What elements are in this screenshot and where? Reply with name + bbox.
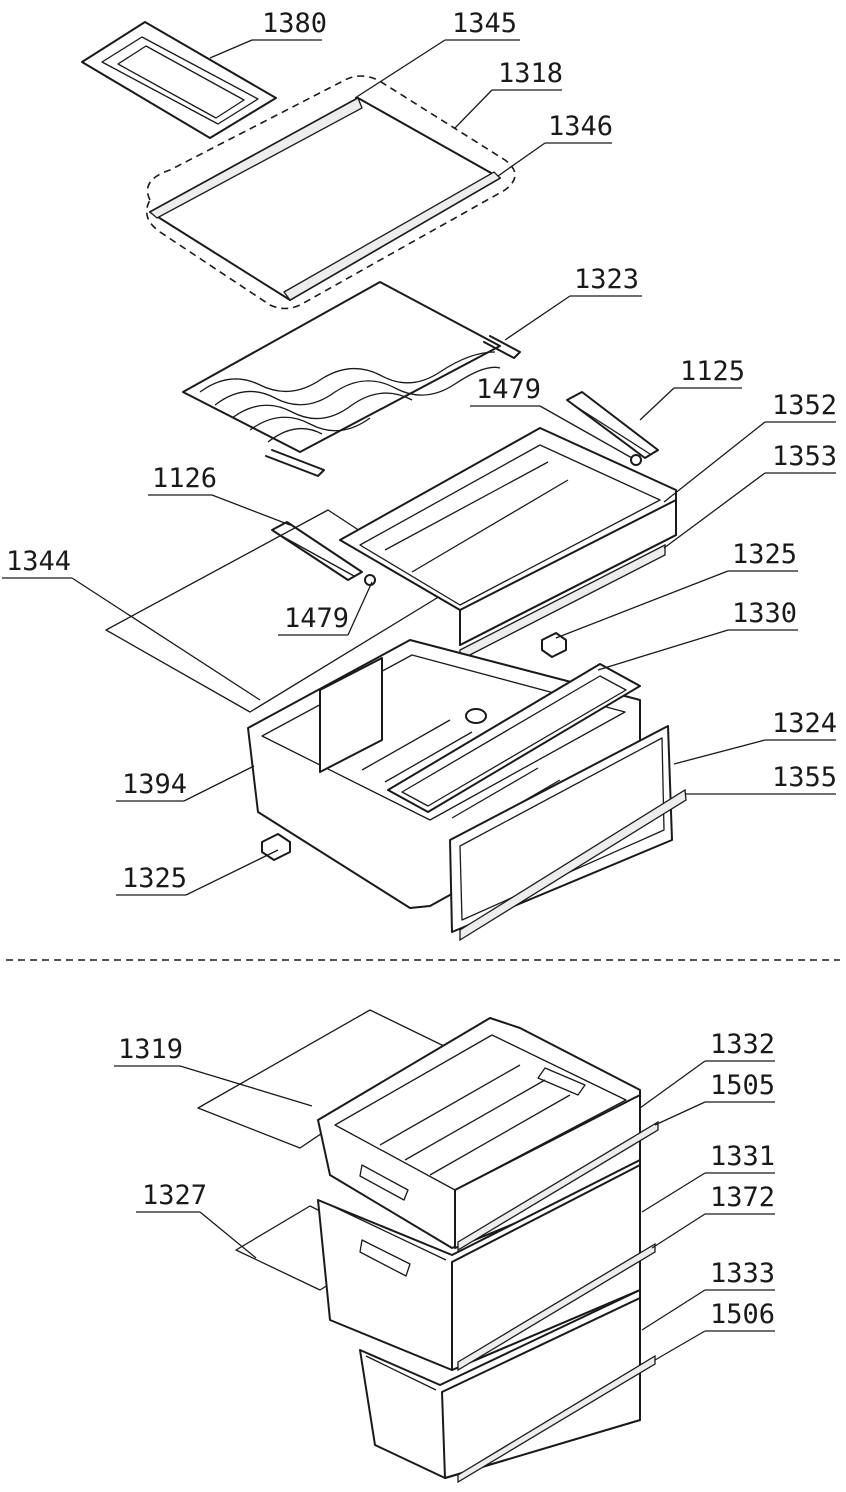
part-number-label: 1331	[710, 1141, 775, 1172]
part-number-label: 1352	[772, 390, 837, 421]
leader-line	[539, 405, 633, 459]
part-number-label: 1355	[772, 762, 837, 793]
part-number-labels: 1380 1345 1318 1346 1323 1125 1479 1352 1353 1126…	[2, 8, 837, 1361]
leader-line	[185, 849, 279, 896]
part-number-label: 1344	[6, 546, 71, 577]
part-1318-glass-shelf	[145, 75, 516, 310]
leader-line	[654, 1330, 706, 1361]
part-1330-crisper-cover	[387, 663, 641, 813]
part-1352-upper-drawer	[339, 427, 677, 662]
leader-line	[199, 1211, 257, 1259]
part-number-label: 1394	[122, 769, 187, 800]
part-number-label: 1333	[710, 1258, 775, 1289]
part-number-label: 1325	[732, 539, 797, 570]
leader-line	[639, 1060, 706, 1109]
part-number-label: 1324	[772, 708, 837, 739]
leader-line	[354, 39, 446, 99]
part-1333-bottom-drawer	[359, 1289, 656, 1484]
leader-line	[497, 142, 546, 177]
part-number-label: 1319	[118, 1034, 183, 1065]
part-1331-middle-drawer	[317, 1159, 656, 1372]
part-number-label: 1380	[262, 8, 327, 39]
part-1479-screw-left	[364, 574, 376, 586]
leader-line	[673, 739, 766, 765]
part-1324-drawer-front	[449, 725, 673, 933]
leader-line	[651, 1213, 706, 1249]
leader-line	[347, 581, 373, 636]
part-number-label: 1505	[710, 1070, 775, 1101]
leader-line	[183, 765, 255, 802]
part-number-label: 1345	[452, 8, 517, 39]
part-1323-wire-rack	[182, 281, 521, 477]
leader-line	[555, 570, 729, 639]
part-1332-top-drawer	[317, 1017, 659, 1252]
leader-line	[209, 39, 253, 59]
part-1125-right-rail	[566, 391, 659, 459]
part-number-label: 1332	[710, 1029, 775, 1060]
part-number-label: 1479	[476, 374, 541, 405]
leader-line	[597, 629, 729, 671]
part-1126-left-rail	[271, 521, 363, 581]
leader-line	[454, 89, 493, 129]
part-1479-screw-right	[630, 454, 642, 466]
leader-line	[663, 472, 766, 549]
part-number-label: 1330	[732, 598, 797, 629]
part-number-label: 1327	[142, 1180, 207, 1211]
leader-line	[654, 1101, 706, 1126]
leader-line	[639, 387, 675, 421]
part-number-label: 1479	[284, 603, 349, 634]
leader-line	[179, 1065, 313, 1107]
part-1380-cover-plate	[81, 21, 277, 139]
part-number-label: 1323	[574, 264, 639, 295]
part-number-label: 1372	[710, 1182, 775, 1213]
leader-line	[71, 577, 261, 701]
part-1325-clip-lower	[261, 833, 291, 861]
part-number-label: 1346	[548, 111, 613, 142]
part-number-label: 1325	[122, 863, 187, 894]
leader-line	[211, 494, 291, 526]
part-number-label: 1318	[498, 58, 563, 89]
leader-line	[504, 295, 571, 341]
part-number-label: 1353	[772, 441, 837, 472]
part-1325-clip-upper	[541, 632, 567, 658]
part-1355-front-strip	[459, 788, 687, 942]
part-number-label: 1506	[710, 1299, 775, 1330]
leader-line	[641, 1289, 706, 1331]
leader-line	[663, 421, 766, 503]
part-number-label: 1125	[680, 356, 745, 387]
part-number-label: 1126	[152, 463, 217, 494]
leader-line	[641, 1172, 706, 1213]
